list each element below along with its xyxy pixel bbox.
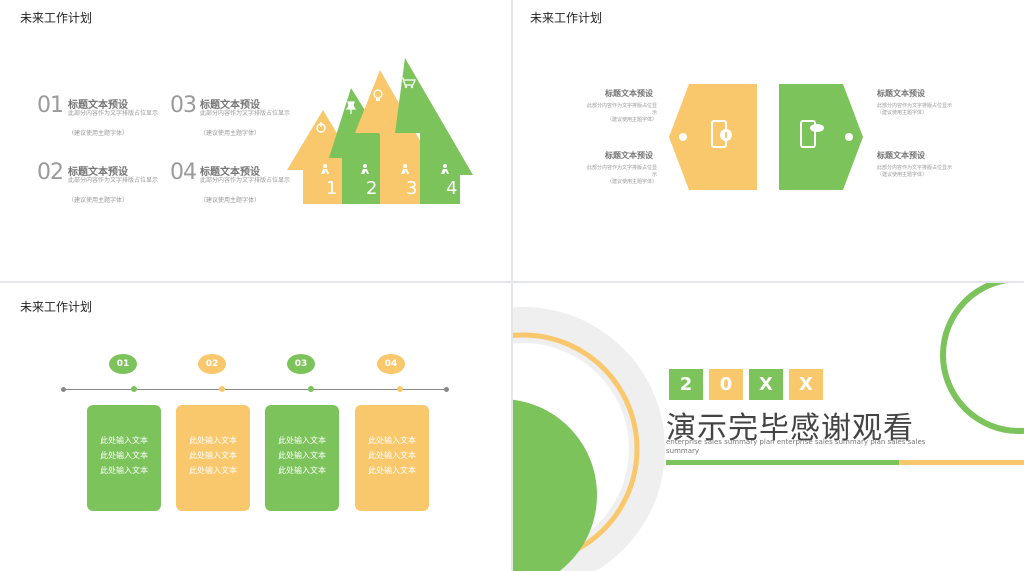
slide-1[interactable]: 未来工作计划 01 标题文本预设 此部分内容作为文字排版占位显示 （建议使用主题…: [0, 0, 511, 281]
block-desc: 此部分内容作为文字排版占位显示 （建议使用主题字体）: [877, 165, 957, 179]
item-number: 03: [170, 93, 197, 118]
item-note: （建议使用主题字体）: [68, 197, 129, 204]
card-line: 此处输入文本: [100, 466, 148, 475]
timeline: [63, 389, 447, 390]
arrow-number-2: 2: [366, 178, 378, 199]
block-note: （建议使用主题字体）: [877, 110, 928, 116]
item-note: （建议使用主题字体）: [68, 130, 129, 137]
card-line: 此处输入文本: [278, 436, 326, 445]
card-line: 此处输入文本: [189, 436, 237, 445]
hexagon-graphic: [669, 84, 863, 190]
block-note: （建议使用主题字体）: [606, 117, 657, 123]
card-line: 此处输入文本: [368, 466, 416, 475]
cart-icon: [401, 77, 416, 86]
step-badge: 03: [287, 354, 315, 374]
block-desc-text: 此部分内容作为文字排版占位显示: [586, 165, 657, 178]
green-bar: [666, 460, 899, 465]
block-desc: 此部分内容作为文字排版占位显示 （建议使用主题字体）: [877, 103, 957, 117]
card-line: 此处输入文本: [100, 436, 148, 445]
pin-icon: [345, 101, 357, 114]
step-badge: 01: [109, 354, 137, 374]
item-title: 标题文本预设: [200, 167, 260, 178]
slide-3[interactable]: 未来工作计划 01 此处输入文本 此处输入文本 此处输入文本 02 此处输入文本…: [0, 283, 511, 571]
slide-4[interactable]: 2 0 X X 演示完毕感谢观看 enterprise sales summar…: [513, 283, 1024, 571]
block-title: 标题文本预设: [877, 89, 925, 98]
year-char: 2: [669, 369, 703, 400]
arrow-number-3: 3: [406, 178, 418, 199]
circles-decoration: [513, 283, 1024, 571]
item-desc: 此部分内容作为文字排版占位显示: [200, 177, 291, 184]
thanks-title: 演示完毕感谢观看: [666, 411, 914, 446]
step-badge: 04: [377, 354, 405, 374]
item-number: 01: [37, 93, 64, 118]
card-line: 此处输入文本: [368, 436, 416, 445]
item-desc: 此部分内容作为文字排版占位显示: [68, 110, 159, 117]
item-number: 04: [170, 160, 197, 185]
card-line: 此处输入文本: [189, 466, 237, 475]
arrow-3: [355, 70, 430, 204]
slide-title: 未来工作计划: [20, 300, 93, 314]
item-title: 标题文本预设: [200, 100, 260, 111]
item-desc: 此部分内容作为文字排版占位显示: [200, 110, 291, 117]
item-title: 标题文本预设: [68, 100, 128, 111]
card-line: 此处输入文本: [189, 451, 237, 460]
block-desc-text: 此部分内容作为文字排版占位显示: [877, 165, 953, 171]
step-card: 此处输入文本 此处输入文本 此处输入文本: [355, 405, 429, 511]
item-note: （建议使用主题字体）: [200, 197, 261, 204]
block-desc: 此部分内容作为文字排版占位显示 （建议使用主题字体）: [585, 165, 657, 186]
step-card: 此处输入文本 此处输入文本 此处输入文本: [176, 405, 250, 511]
green-hexagon: [779, 84, 863, 190]
arrow-number-1: 1: [326, 178, 338, 199]
arrow-2: [329, 88, 395, 204]
year-char: 0: [709, 369, 743, 400]
runner-icons: [321, 164, 449, 174]
step-badge: 02: [198, 354, 226, 374]
phone-message-icon: [800, 120, 816, 148]
block-desc-text: 此部分内容作为文字排版占位显示: [586, 103, 657, 116]
arrow-number-4: 4: [446, 178, 458, 199]
arrow-4: [395, 58, 473, 204]
step-card: 此处输入文本 此处输入文本 此处输入文本: [265, 405, 339, 511]
year-char: X: [749, 369, 783, 400]
slide-title: 未来工作计划: [530, 11, 603, 25]
block-desc-text: 此部分内容作为文字排版占位显示: [877, 103, 953, 109]
card-line: 此处输入文本: [100, 451, 148, 460]
item-desc: 此部分内容作为文字排版占位显示: [68, 177, 159, 184]
arrows-graphic: [287, 58, 473, 204]
slide-2[interactable]: 未来工作计划 标题文本预设 此部分内容作为文字排版占位显示 （建议使用主题字体）…: [513, 0, 1024, 281]
subtitle: enterprise sales summary plan enterprise…: [666, 438, 926, 455]
step-card: 此处输入文本 此处输入文本 此处输入文本: [87, 405, 161, 511]
card-line: 此处输入文本: [278, 451, 326, 460]
arrow-numbers: 1 2 3 4: [320, 178, 478, 202]
item-number: 02: [37, 160, 64, 185]
block-note: （建议使用主题字体）: [877, 172, 928, 178]
card-line: 此处输入文本: [278, 466, 326, 475]
slide-title: 未来工作计划: [20, 11, 93, 25]
block-note: （建议使用主题字体）: [606, 179, 657, 185]
block-title: 标题文本预设: [605, 151, 653, 160]
block-title: 标题文本预设: [877, 151, 925, 160]
item-note: （建议使用主题字体）: [200, 130, 261, 137]
card-line: 此处输入文本: [368, 451, 416, 460]
yellow-bar: [899, 460, 1024, 465]
block-title: 标题文本预设: [605, 89, 653, 98]
arrow-1: [287, 110, 359, 204]
block-desc: 此部分内容作为文字排版占位显示 （建议使用主题字体）: [585, 103, 657, 124]
item-title: 标题文本预设: [68, 167, 128, 178]
year-char: X: [789, 369, 823, 400]
